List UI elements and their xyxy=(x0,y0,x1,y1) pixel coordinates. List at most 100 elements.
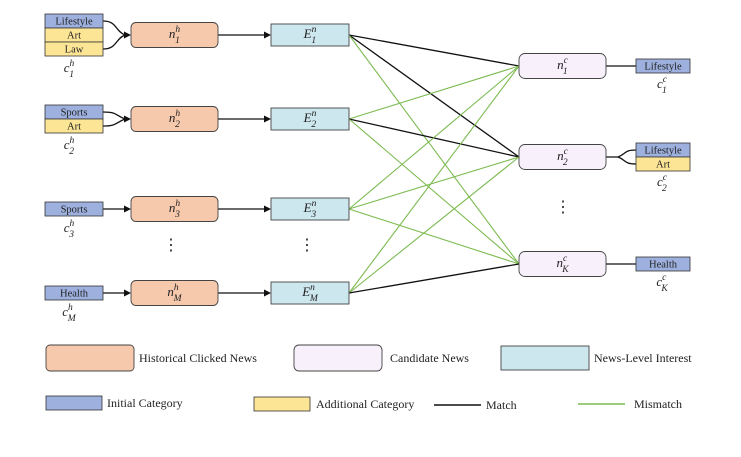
legend-initial-label: Initial Category xyxy=(107,396,183,410)
candidate-2-category-box xyxy=(635,156,691,172)
legend-additional-label: Additional Category xyxy=(316,397,414,411)
connection-line-mismatch-7 xyxy=(348,156,520,210)
legend-mismatch-label: Mismatch xyxy=(634,397,682,411)
connection-line-mismatch-3 xyxy=(348,65,520,120)
history-1-to-news-arrow-head xyxy=(124,31,131,39)
history-3-category-symbol-sup: h xyxy=(70,219,75,229)
historical-news-symbol-4-base: n xyxy=(167,284,174,299)
candidate-2-category-symbol-sup: c xyxy=(663,173,668,183)
legend: Historical Clicked News Candidate News New… xyxy=(45,344,692,412)
history-3-category-label: Sports xyxy=(61,205,88,216)
history-4-to-news-arrow-head xyxy=(124,289,131,297)
historical-news-node-4 xyxy=(130,280,219,306)
interest-node-3 xyxy=(270,197,350,221)
news-to-interest-arrow-4-head xyxy=(264,289,271,297)
history-2-category-symbol-sup: h xyxy=(70,136,75,146)
candidate-news-symbol-3-base: n xyxy=(556,255,563,270)
historical-news-symbol-3-sup: h xyxy=(175,199,180,209)
legend-candidate-swatch xyxy=(293,344,383,372)
ellipsis-1: ⋮ xyxy=(163,237,179,254)
history-1-category-symbol-sup: h xyxy=(70,59,75,69)
connection-line-match-0 xyxy=(348,34,520,67)
news-to-interest-arrow-3-head xyxy=(264,205,271,213)
history-2-category-label: Art xyxy=(67,122,81,133)
connection-line-mismatch-9 xyxy=(348,65,520,294)
history-4-category-symbol-base: c xyxy=(62,304,68,319)
history-3-to-news-arrow-head xyxy=(124,205,131,213)
historical-news-node-2 xyxy=(130,106,219,132)
historical-news-symbol-1-sub: 1 xyxy=(175,36,180,46)
legend-interest-swatch xyxy=(500,345,590,371)
history-4-category-symbol-sub: M xyxy=(67,314,77,324)
connection-line-mismatch-10 xyxy=(348,156,520,294)
candidate-2-category-symbol-sub: 2 xyxy=(662,184,667,194)
candidate-2-category-label: Lifestyle xyxy=(644,146,682,157)
ellipsis-2: ⋮ xyxy=(299,237,315,254)
candidate-2-category-brace xyxy=(616,149,637,165)
candidate-3-category-label: Health xyxy=(649,260,678,271)
legend-interest-label: News-Level Interest xyxy=(594,351,692,365)
candidate-news-symbol-1-sub: 1 xyxy=(563,67,568,77)
interest-symbol-4-sub: M xyxy=(309,294,319,304)
legend-historical-label: Historical Clicked News xyxy=(139,351,257,365)
interest-symbol-2-sub: 2 xyxy=(311,120,316,130)
candidate-2-category-symbol-base: c xyxy=(657,174,663,189)
history-1-category-label: Law xyxy=(65,45,84,56)
legend-candidate-label: Candidate News xyxy=(390,351,469,365)
historical-news-symbol-1-sup: h xyxy=(175,25,180,35)
historical-news-symbol-2-sub: 2 xyxy=(175,120,180,130)
history-2-to-news-arrow-head xyxy=(124,115,131,123)
candidate-news-symbol-2-base: n xyxy=(557,148,564,163)
legend-initial-swatch xyxy=(45,395,103,411)
history-1-category-label: Art xyxy=(67,31,81,42)
history-1-category-box xyxy=(44,41,104,57)
history-1-category-brace xyxy=(102,20,127,50)
candidate-2-category-label: Art xyxy=(656,160,670,171)
interest-symbol-3-base: E xyxy=(303,200,312,215)
interest-symbol-1-sub: 1 xyxy=(311,36,316,46)
legend-historical-swatch xyxy=(45,344,135,372)
candidate-1-category-symbol-sub: 1 xyxy=(662,86,667,96)
history-3-category-symbol-base: c xyxy=(64,220,70,235)
interest-symbol-3-sub: 3 xyxy=(310,210,316,220)
interest-symbol-2-base: E xyxy=(303,110,312,125)
news-to-interest-arrow-2-head xyxy=(264,115,271,123)
interest-symbol-2-sup: n xyxy=(312,109,317,119)
history-4-category-label: Health xyxy=(60,289,89,300)
candidate-news-symbol-3-sub: K xyxy=(561,265,569,275)
interest-symbol-1-base: E xyxy=(303,26,312,41)
interest-node-2 xyxy=(270,107,350,131)
news-to-interest-arrow-1-head xyxy=(264,31,271,39)
historical-news-symbol-1-base: n xyxy=(169,26,176,41)
history-3-category-symbol-sub: 3 xyxy=(68,230,74,240)
historical-news-symbol-4-sup: h xyxy=(174,283,179,293)
connection-line-mismatch-6 xyxy=(348,65,520,210)
historical-news-symbol-4-sub: M xyxy=(173,294,183,304)
history-1-category-symbol-base: c xyxy=(64,60,70,75)
history-4-category-box xyxy=(44,285,104,301)
historical-news-node-1 xyxy=(130,22,219,48)
candidate-3-category-symbol-base: c xyxy=(656,274,662,289)
candidate-news-symbol-2-sup: c xyxy=(564,147,569,157)
historical-news-symbol-3-base: n xyxy=(169,200,176,215)
candidate-news-node-3 xyxy=(518,251,607,277)
connection-line-match-1 xyxy=(348,34,520,158)
candidate-3-category-symbol-sup: c xyxy=(662,273,667,283)
candidate-news-symbol-1-base: n xyxy=(557,57,564,72)
candidate-1-category-symbol-base: c xyxy=(657,76,663,91)
history-2-category-label: Sports xyxy=(61,108,88,119)
interest-node-1 xyxy=(270,23,350,47)
connection-line-mismatch-2 xyxy=(348,34,520,265)
